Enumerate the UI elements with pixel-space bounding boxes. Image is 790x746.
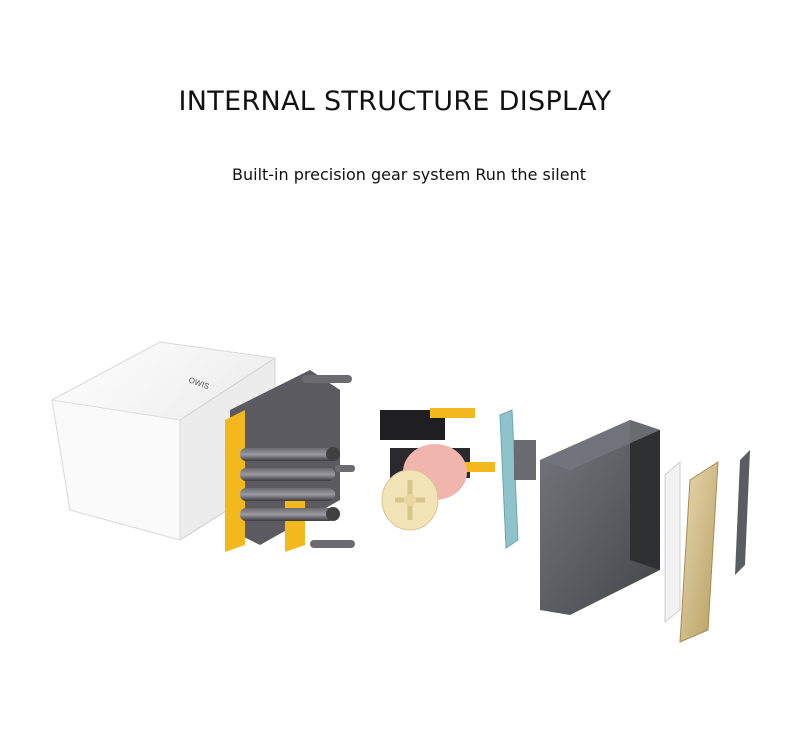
gold-circuit-plate [679,461,719,643]
exploded-view-illustration: OWIS [51,341,750,643]
smoked-transparent-case [540,420,660,615]
tube-frame-assembly [225,370,355,552]
page-title: INTERNAL STRUCTURE DISPLAY [178,86,612,117]
white-panel [664,460,681,624]
page-subtitle: Built-in precision gear system Run the s… [232,165,586,184]
dark-edge-plate [735,450,750,575]
gear-motor [380,408,495,531]
blue-bracket [499,409,536,549]
